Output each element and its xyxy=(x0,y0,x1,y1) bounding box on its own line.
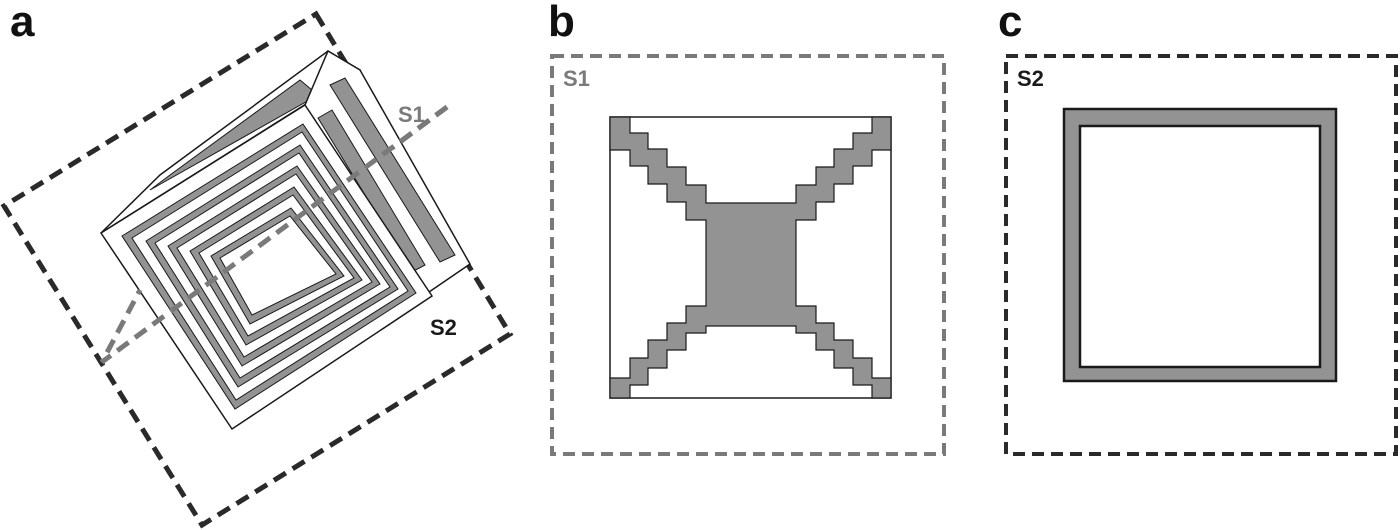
panel-c: c S2 xyxy=(998,0,1398,456)
s1-plane-outline xyxy=(99,104,449,365)
panel-a: a S1 S2 xyxy=(0,0,514,529)
ring-5-white xyxy=(219,215,337,316)
panel-c-letter: c xyxy=(998,0,1022,46)
panel-c-section-label: S2 xyxy=(1017,66,1044,91)
panel-a-s2-label: S2 xyxy=(430,315,457,340)
s1-section-frame xyxy=(550,54,946,456)
panel-b-section-label: S1 xyxy=(563,66,590,91)
s2-inner-cavity xyxy=(1078,124,1322,369)
panel-b: b S1 xyxy=(548,0,946,456)
s1-plane-top-edge xyxy=(390,104,449,151)
s2-section-frame xyxy=(1004,54,1398,456)
panel-a-s1-label: S1 xyxy=(398,102,425,127)
panel-b-letter: b xyxy=(548,0,575,46)
cube-top-recess xyxy=(149,79,319,191)
s1-cross-pattern xyxy=(609,116,892,399)
cube-right-recess-1 xyxy=(329,77,456,263)
panel-a-letter: a xyxy=(10,0,35,46)
